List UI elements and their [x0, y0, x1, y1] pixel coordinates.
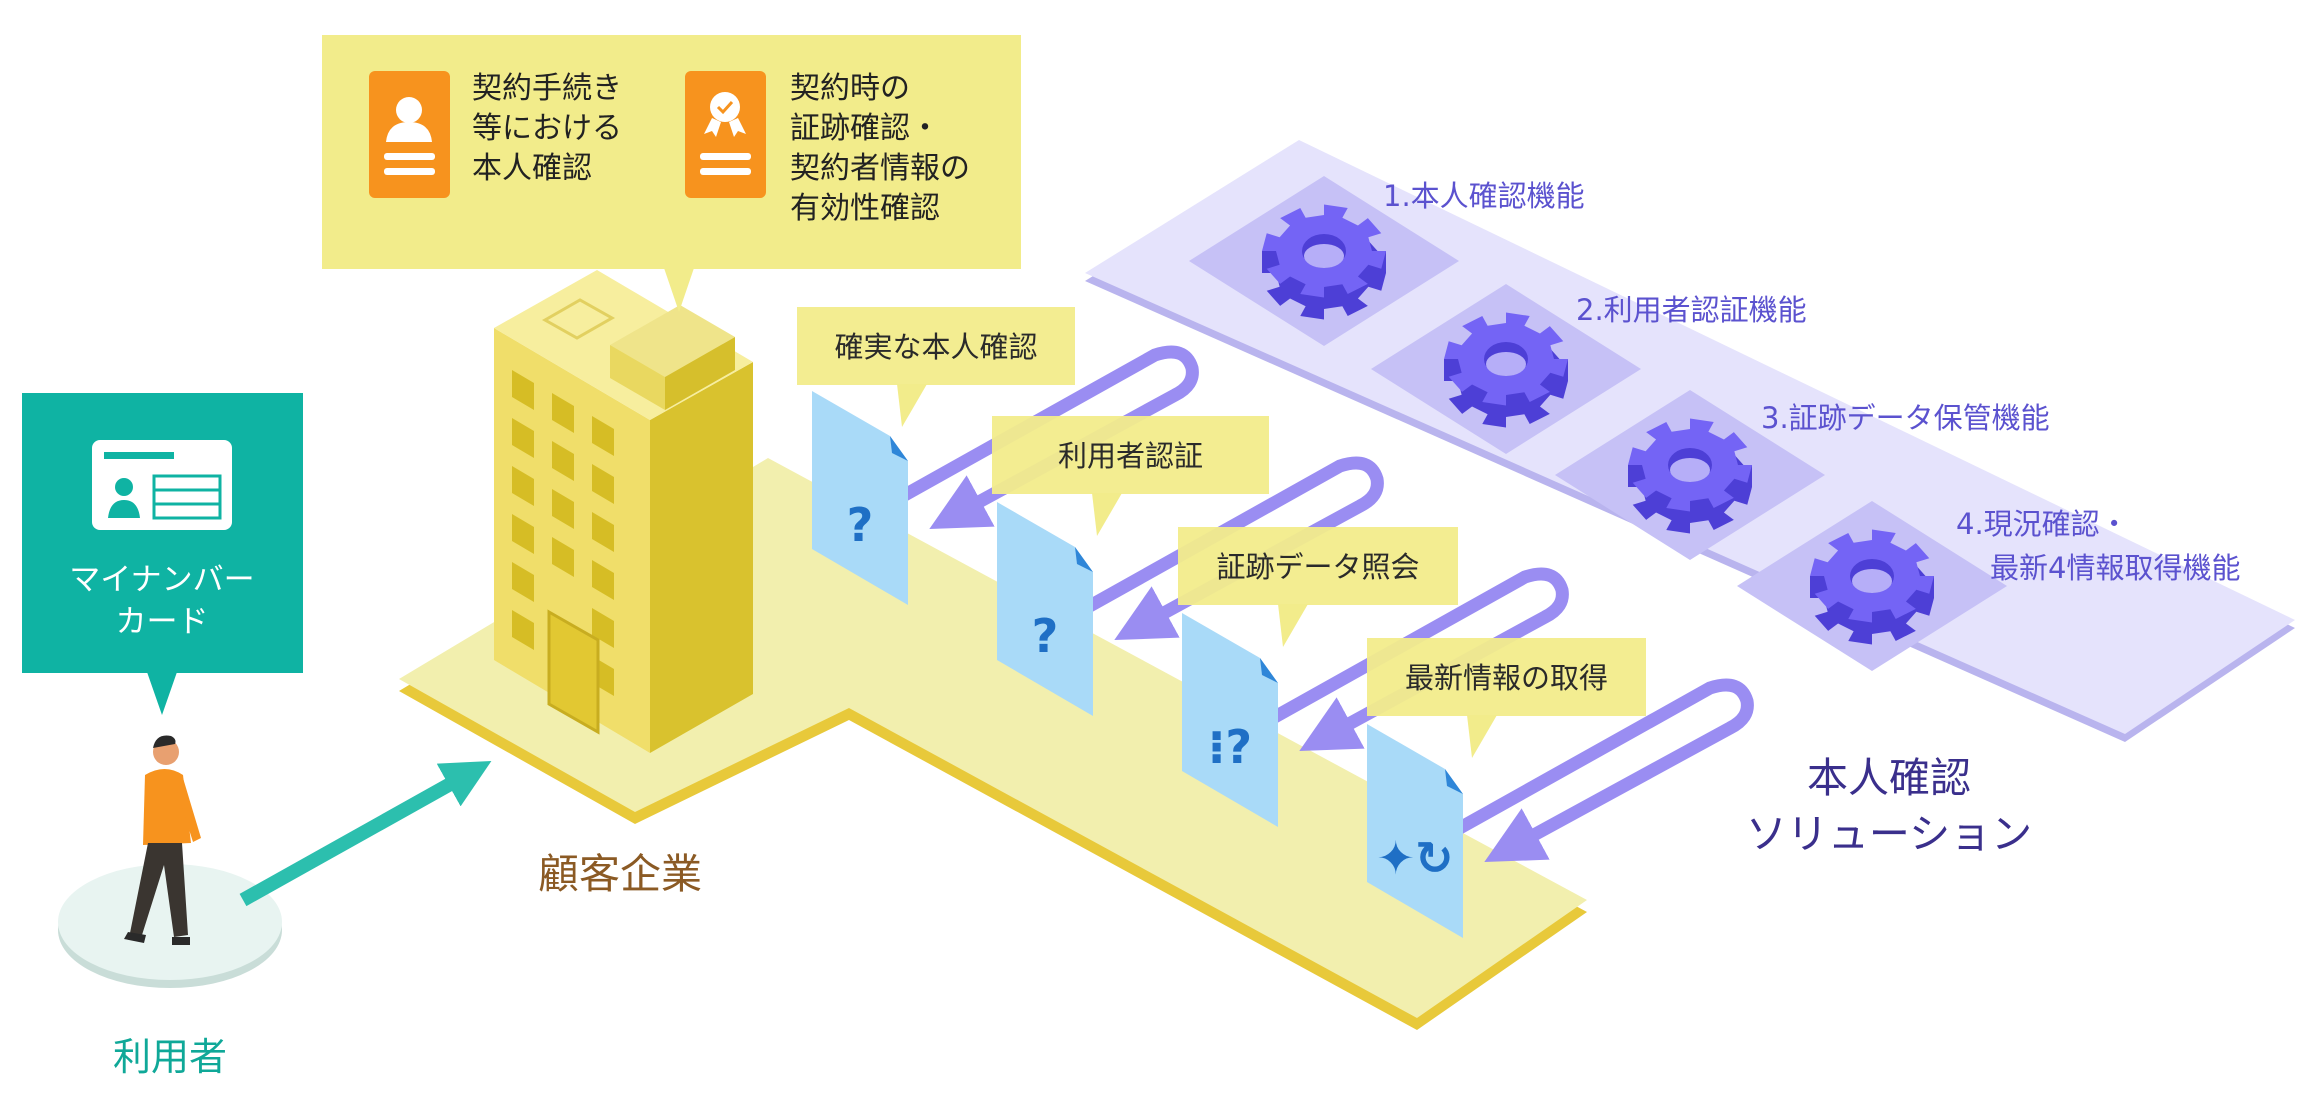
callout-item2-line4: 有効性確認 — [790, 191, 940, 226]
step-callout: 証跡データ照会 — [1178, 527, 1458, 647]
company-callout: 契約手続き 等における 本人確認 契約時の 証跡確認・ 契約者情報の 有効性確認 — [322, 35, 1021, 312]
callout-item1-line1: 契約手続き — [472, 71, 622, 106]
company-label: 顧客企業 — [538, 850, 702, 898]
window — [592, 416, 614, 456]
id-person-icon — [369, 71, 450, 198]
document: ✦↻ — [1367, 724, 1463, 938]
solution-label-line2: ソリューション — [1746, 810, 2032, 858]
function-label-2: 2.利用者認証機能 — [1576, 293, 1807, 327]
callout-item1-line3: 本人確認 — [472, 151, 592, 186]
step-label: 証跡データ照会 — [1216, 550, 1419, 584]
flow-arrow — [896, 345, 1199, 530]
my-number-card-callout: マイナンバー カード — [22, 393, 303, 715]
company-building — [494, 270, 753, 753]
function-labels: 1.本人確認機能 2.利用者認証機能 3.証跡データ保管機能 4.現況確認・ 最… — [1383, 179, 2240, 585]
flow-arrows — [896, 345, 1754, 863]
building-door — [547, 609, 600, 735]
window — [512, 562, 534, 602]
window — [512, 418, 534, 458]
user-to-company-arrow — [239, 761, 492, 907]
user-figure — [58, 735, 282, 988]
person-question-icon: ? — [847, 498, 874, 552]
function-label-4-line1: 4.現況確認・ — [1956, 507, 2129, 541]
document: ⁝? — [1182, 613, 1278, 827]
step-label: 利用者認証 — [1058, 439, 1203, 473]
gear-icon — [1737, 501, 2007, 671]
window — [592, 560, 614, 600]
step-callout: 最新情報の取得 — [1367, 638, 1646, 758]
step-label: 確実な本人確認 — [834, 330, 1037, 364]
window — [512, 370, 534, 410]
callout-item2-line3: 契約者情報の — [790, 151, 970, 186]
window — [512, 514, 534, 554]
callout-item2-line1: 契約時の — [790, 71, 910, 106]
document: ? — [812, 391, 908, 605]
sparkle-refresh-icon: ✦↻ — [1376, 831, 1453, 885]
step-label: 最新情報の取得 — [1405, 661, 1608, 695]
window — [592, 464, 614, 504]
window — [512, 466, 534, 506]
card-label-line2: カード — [116, 604, 209, 640]
window — [552, 537, 574, 577]
gear-icon — [1371, 284, 1641, 454]
document: ? — [997, 502, 1093, 716]
window — [512, 610, 534, 650]
step-callout: 利用者認証 — [992, 416, 1269, 536]
footprints-question-icon: ⁝? — [1208, 720, 1252, 774]
function-label-1: 1.本人確認機能 — [1383, 179, 1585, 213]
callout-item2-line2: 証跡確認・ — [790, 111, 940, 146]
flow-arrow — [1266, 567, 1569, 752]
callout-item1-line2: 等における — [472, 111, 622, 146]
function-label-4-line2: 最新4情報取得機能 — [1990, 551, 2240, 585]
window — [592, 512, 614, 552]
person-question-icon: ? — [1032, 609, 1059, 663]
documents: ?? ⁝? ✦↻ — [812, 391, 1463, 938]
function-gears — [1189, 176, 2007, 671]
flow-arrow — [1451, 678, 1754, 863]
window — [552, 441, 574, 481]
user-label: 利用者 — [113, 1035, 227, 1079]
window — [552, 393, 574, 433]
solution-label-line1: 本人確認 — [1807, 754, 1971, 802]
function-label-3: 3.証跡データ保管機能 — [1761, 401, 2050, 435]
gear-icon — [1189, 176, 1459, 346]
certificate-award-icon — [685, 71, 766, 198]
gear-icon — [1555, 390, 1825, 560]
card-label-line1: マイナンバー — [69, 562, 254, 598]
window — [552, 489, 574, 529]
step-callout: 確実な本人確認 — [797, 307, 1075, 427]
flow-arrow — [1081, 456, 1384, 641]
id-card-icon — [92, 440, 232, 530]
